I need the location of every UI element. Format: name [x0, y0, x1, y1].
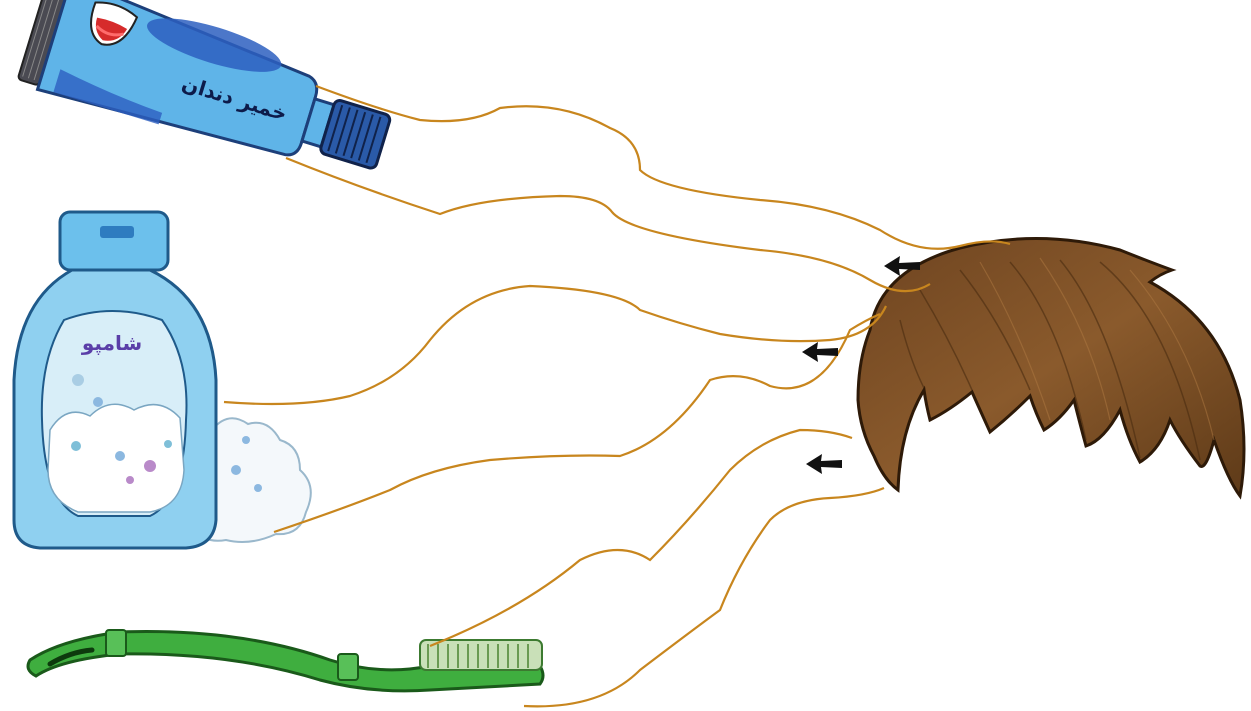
path-toothpaste-top: [316, 86, 1010, 249]
path-toothbrush-2: [524, 488, 884, 706]
arrow-left-icon: [802, 342, 838, 362]
shampoo-label: شامپو: [81, 331, 142, 356]
shampoo-bottle: شامپو: [14, 212, 311, 548]
path-shampoo-1: [224, 286, 886, 404]
hair: [858, 238, 1244, 496]
path-toothpaste-bottom: [286, 158, 930, 291]
toothbrush: [28, 630, 543, 691]
arrow-left-icon: [806, 454, 842, 474]
path-shampoo-2: [274, 314, 880, 532]
path-toothbrush-1: [430, 430, 852, 646]
